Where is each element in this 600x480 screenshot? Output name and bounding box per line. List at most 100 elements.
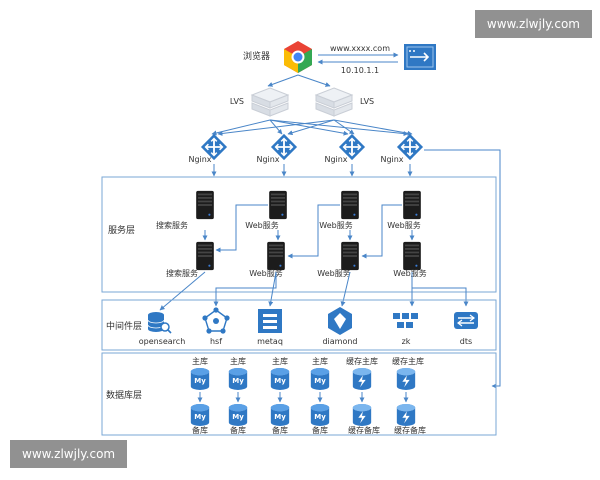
nginx-label: Nginx (380, 155, 403, 164)
nginx-3: Nginx (324, 133, 366, 164)
mysql-mark: My (274, 413, 286, 421)
slave-label: 备库 (192, 425, 208, 435)
middleware-opensearch: opensearch (139, 312, 186, 346)
metaq-icon (258, 309, 282, 333)
middleware-diamond: diamond (322, 307, 358, 346)
cache-slave-label: 缓存备库 (348, 425, 380, 435)
server-icon (403, 241, 421, 271)
web-service-label: Web服务 (319, 220, 352, 230)
nginx-4: Nginx (380, 133, 424, 164)
middleware-label: hsf (210, 337, 222, 346)
url-label: www.xxxx.com (330, 44, 390, 53)
db-pair-3: 主库 My My 备库 (270, 356, 290, 435)
slave-label: 备库 (312, 425, 328, 435)
firewall-icon (404, 44, 436, 70)
middleware-layer-label: 中间件层 (106, 320, 142, 332)
service-layer-box (101, 176, 497, 293)
nginx-label: Nginx (324, 155, 347, 164)
master-label: 主库 (272, 356, 288, 366)
service-to-middleware-links (159, 271, 469, 311)
cache-master-label: 缓存主库 (392, 356, 424, 366)
middleware-zk: zk (393, 313, 418, 346)
server-icon (267, 241, 285, 271)
server-icon (196, 190, 214, 220)
middleware-label: opensearch (139, 337, 186, 346)
db-pair-1: 主库 My My 备库 (190, 356, 210, 435)
cache-master-icon (352, 368, 372, 390)
search-service-bottom: 搜索服务 (166, 241, 214, 278)
database-layer-box (101, 352, 497, 436)
lvs-icon (251, 87, 289, 117)
middleware-metaq: metaq (257, 309, 283, 346)
mysql-mark: My (194, 413, 206, 421)
side-link (424, 149, 501, 389)
hsf-icon (202, 307, 230, 334)
web-service-label: Web服务 (245, 220, 278, 230)
browser-node: 浏览器 (243, 41, 312, 73)
cache-master-icon (396, 368, 416, 390)
service-internal-links (202, 204, 415, 259)
dts-icon (454, 312, 478, 329)
browser-to-lvs-right (297, 74, 331, 87)
lvs-left: LVS (230, 87, 289, 117)
server-icon (403, 190, 421, 220)
nginx-1: Nginx (188, 133, 228, 164)
master-label: 主库 (230, 356, 246, 366)
middleware-dts: dts (454, 312, 478, 346)
ip-label: 10.10.1.1 (341, 66, 379, 75)
db-pair-2: 主库 My My 备库 (228, 356, 248, 435)
mysql-mark: My (232, 377, 244, 385)
lvs-label: LVS (360, 97, 374, 106)
browser-icon (284, 41, 312, 73)
lvs-icon (315, 87, 353, 117)
web-service-top-2: Web服务 (319, 190, 359, 230)
nginx-to-service-links (211, 164, 413, 177)
zk-icon (393, 313, 418, 328)
browser-label: 浏览器 (243, 50, 270, 62)
db-pair-4: 主库 My My 备库 (310, 356, 330, 435)
middleware-label: metaq (257, 337, 283, 346)
middleware-label: zk (402, 337, 411, 346)
lvs-right: LVS (315, 87, 374, 117)
slave-label: 备库 (230, 425, 246, 435)
web-service-label: Web服务 (387, 220, 420, 230)
mysql-mark: My (274, 377, 286, 385)
lvs-label: LVS (230, 97, 244, 106)
diamond-icon (328, 307, 352, 335)
web-service-label: Web服务 (393, 268, 426, 278)
database-layer-label: 数据库层 (106, 389, 142, 401)
server-icon (196, 241, 214, 271)
search-service-label: 搜索服务 (166, 268, 198, 278)
cache-slave-icon (396, 404, 416, 426)
watermark-top: www.zlwjly.com (474, 10, 592, 38)
cache-master-label: 缓存主库 (346, 356, 378, 366)
web-service-label: Web服务 (249, 268, 282, 278)
mysql-mark: My (314, 413, 326, 421)
nginx-2: Nginx (256, 133, 298, 164)
mysql-mark: My (232, 413, 244, 421)
middleware-label: dts (460, 337, 472, 346)
server-icon (269, 190, 287, 220)
server-icon (341, 190, 359, 220)
web-service-label: Web服务 (317, 268, 350, 278)
middleware-label: diamond (322, 337, 357, 346)
master-label: 主库 (192, 356, 208, 366)
opensearch-icon (147, 312, 172, 334)
web-service-top-3: Web服务 (387, 190, 421, 230)
middleware-layer-box (101, 299, 497, 351)
nginx-label: Nginx (188, 155, 211, 164)
lvs-to-nginx-links (211, 119, 413, 137)
nginx-label: Nginx (256, 155, 279, 164)
search-service-top: 搜索服务 (156, 190, 214, 230)
mysql-mark: My (314, 377, 326, 385)
web-service-bottom-1: Web服务 (249, 241, 285, 278)
middleware-hsf: hsf (202, 307, 230, 346)
search-service-label: 搜索服务 (156, 220, 188, 230)
cache-pair-1: 缓存主库 缓存备库 (346, 356, 380, 435)
mysql-mark: My (194, 377, 206, 385)
web-service-bottom-3: Web服务 (393, 241, 427, 278)
cache-pair-2: 缓存主库 缓存备库 (392, 356, 426, 435)
slave-label: 备库 (272, 425, 288, 435)
browser-to-lvs-left (267, 74, 299, 87)
